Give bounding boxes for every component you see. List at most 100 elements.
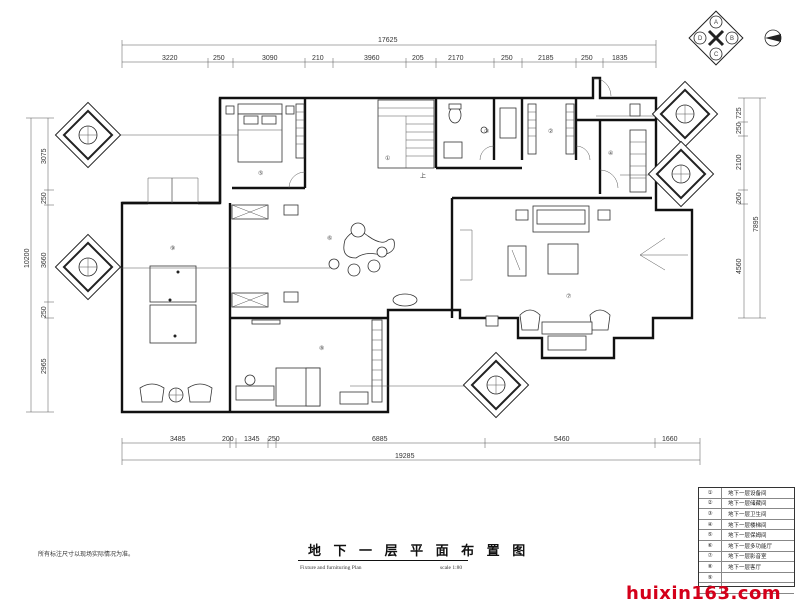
legend-num: ⑤ [699,530,722,540]
room-label-2: ② [548,128,553,135]
legend-row: ⑥ 地下一层多功能厅 [699,540,794,552]
lounge-furniture [231,204,473,308]
legend-num: ⑨ [699,572,722,583]
legend-row: ⑧ 地下一层客厅 [699,562,794,573]
drawing-subtitle: Fixture and furnituring Plan [300,565,362,571]
stair-up-label: 上 [420,172,426,180]
north-arrow-icon [764,29,782,47]
index-marker: A D B C [688,10,744,66]
dim-bottom-seg: 250 [268,436,280,443]
dim-right-seg: 4560 [736,258,743,274]
dim-top-seg: 210 [312,55,324,62]
dim-left-seg: 3660 [41,252,48,268]
room-label-8: ⑧ [319,345,324,352]
legend-row: ④ 地下一层楼梯间 [699,519,794,531]
index-tag-b: B [730,36,734,42]
legend-row: ⑩ [699,583,794,594]
legend-row: ⑤ 地下一层保姆间 [699,530,794,541]
title-underline [298,560,468,561]
dimension-note: 所有标注尺寸以现场实际情况为准。 [38,551,135,558]
dim-top-seg: 250 [501,55,513,62]
dim-top-seg: 2170 [448,55,464,62]
legend-num: ③ [699,509,722,519]
legend-text: 地下一层保姆间 [728,533,767,540]
elevation-marker [651,80,719,148]
dim-right-seg: 250 [736,122,743,134]
dim-left-overall: 10200 [24,248,31,268]
dim-top-overall: 17625 [378,37,398,44]
legend-text: 地下一层影音室 [728,554,767,561]
elevation-marker [54,101,122,169]
dim-left-seg: 250 [41,306,48,318]
dim-top-seg: 3220 [162,55,178,62]
dim-bottom-seg: 200 [222,436,234,443]
legend-row: ② 地下一层储藏间 [699,498,794,510]
dim-top-seg: 3960 [364,55,380,62]
legend-row: ③ 地下一层卫生间 [699,509,794,520]
room-label-7: ⑦ [566,293,571,300]
bathroom-fixtures [443,103,591,161]
dim-left-seg: 3075 [41,148,48,164]
dim-bottom-overall: 19285 [395,453,415,460]
bottom-dimensions: 3485 200 1345 250 6885 5460 1660 19285 [121,436,701,465]
dim-right-overall: 7895 [753,216,760,232]
dim-right-seg: 725 [736,107,743,119]
dim-bottom-seg: 3485 [170,436,186,443]
legend-text: 地下一层楼梯间 [728,522,767,529]
elevation-marker [647,140,715,208]
right-dimensions: 725 250 2100 260 4560 7895 [736,97,766,319]
dim-top-seg: 1835 [612,55,628,62]
room-label-1: ① [385,155,390,162]
legend-num: ⑦ [699,551,722,562]
room-label-4: ④ [608,150,613,157]
index-tag-d: D [698,36,703,42]
room-legend: ① 地下一层设备间 ② 地下一层储藏间 ③ 地下一层卫生间 ④ 地下一层楼梯间 ⑤ 地下一… [698,487,795,594]
dim-bottom-seg: 5460 [554,436,570,443]
dim-top-seg: 2185 [538,55,554,62]
legend-num: ⑧ [699,562,722,572]
index-tag-c: C [714,52,719,58]
elevation-leaders [112,115,658,387]
left-dimensions: 10200 3075 250 3660 250 2965 [24,117,54,413]
room-label-3: ③ [484,128,489,135]
legend-row: ⑦ 地下一层影音室 [699,551,794,563]
legend-text: 地下一层多功能厅 [728,543,773,550]
bedroom-furniture [225,103,306,189]
dim-top-seg: 3090 [262,55,278,62]
walls [120,76,694,414]
legend-row: ⑨ [699,572,794,584]
index-tag-a: A [714,20,718,26]
legend-num: ④ [699,519,722,530]
room-label-9: ⑨ [170,245,175,252]
game-room-furniture [139,177,213,403]
dim-top-seg: 250 [213,55,225,62]
utility-room [592,77,647,193]
site-watermark: huixin163.com [626,583,782,604]
staircase: 上 [377,99,435,180]
top-dimensions: 17625 3220 250 3090 210 3960 205 2170 25… [121,37,657,68]
drawing-title: 地 下 一 层 平 面 布 置 图 [308,544,530,559]
legend-num: ② [699,498,722,509]
living-room-furniture [485,205,688,351]
legend-text: 地下一层客厅 [728,564,762,571]
room-label-6: ⑥ [327,235,332,242]
dim-left-seg: 2965 [41,358,48,374]
room-label-5: ⑤ [258,170,263,177]
dim-left-seg: 250 [41,192,48,204]
legend-text: 地下一层设备间 [728,490,767,497]
dim-bottom-seg: 6885 [372,436,388,443]
drawing-scale: scale 1:80 [440,565,463,571]
elevation-marker [54,233,122,301]
dim-bottom-seg: 1660 [662,436,678,443]
dim-bottom-seg: 1345 [244,436,260,443]
dim-right-seg: 2100 [736,154,743,170]
legend-num: ⑥ [699,540,722,551]
dim-top-seg: 205 [412,55,424,62]
dim-right-seg: 260 [736,192,743,204]
elevation-marker [462,351,530,419]
legend-text: 地下一层卫生间 [728,511,767,518]
legend-num: ① [699,488,722,498]
legend-row: ① 地下一层设备间 [699,488,794,499]
legend-text: 地下一层储藏间 [728,501,767,508]
